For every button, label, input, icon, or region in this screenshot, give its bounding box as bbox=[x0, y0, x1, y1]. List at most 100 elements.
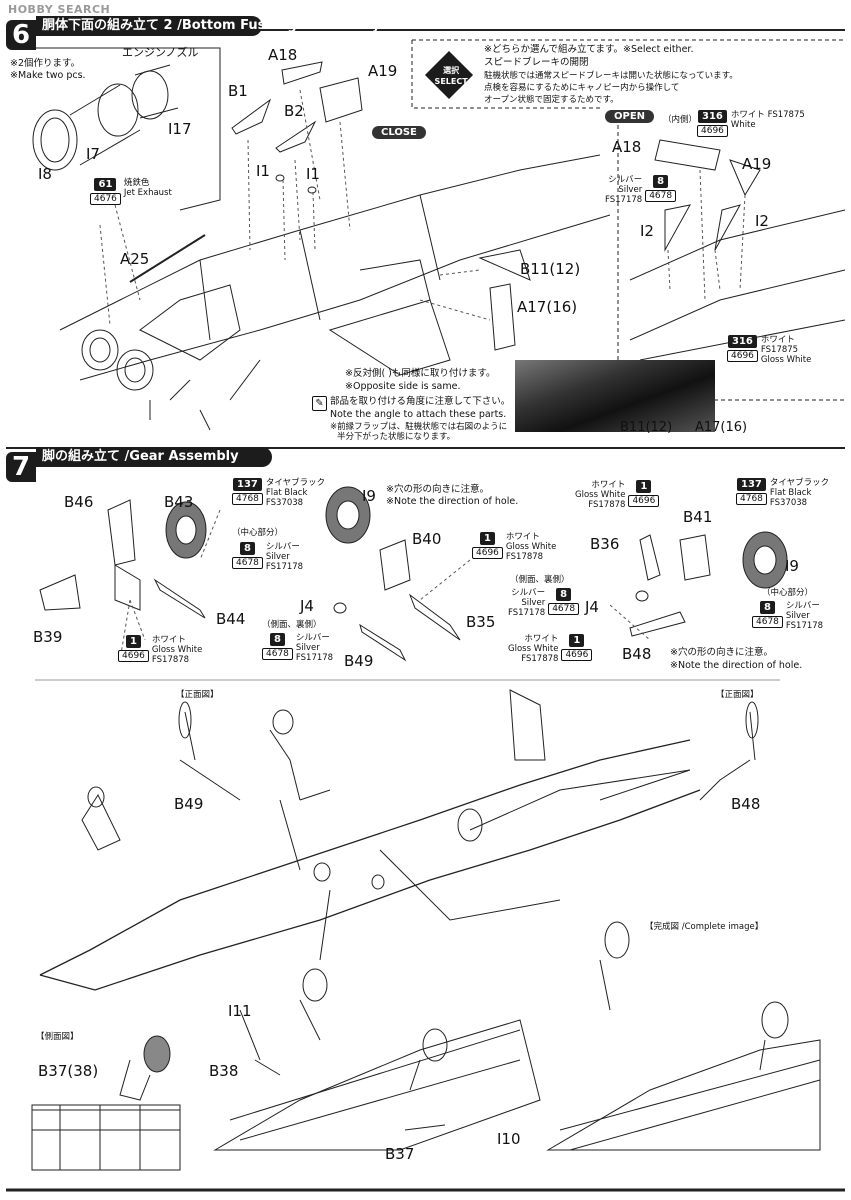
select-note-0: ※どちらか選んで組み立てます。※Select either. bbox=[484, 44, 694, 55]
paint-code: 4768 bbox=[736, 493, 767, 505]
select-note-3: 点検を容易にするためにキャノピー内から操作して bbox=[484, 83, 680, 93]
paint-num: 316 bbox=[698, 110, 727, 123]
part-b48: B48 bbox=[622, 645, 652, 663]
step6-number: 6 bbox=[6, 20, 36, 50]
paint-code: 4678 bbox=[232, 557, 263, 569]
paint-ja: シルバー bbox=[511, 588, 546, 598]
view-b49: B49 bbox=[174, 795, 204, 813]
paint-fs: FS17178 bbox=[785, 621, 824, 631]
part-b36: B36 bbox=[590, 535, 620, 553]
angle-note-ja: 部品を取り付ける角度に注意して下さい。 bbox=[330, 396, 511, 407]
part-b43: B43 bbox=[164, 493, 194, 511]
paint-ja: ホワイト bbox=[524, 634, 559, 644]
watermark: HOBBY SEARCH bbox=[8, 3, 111, 16]
part-b40: B40 bbox=[412, 530, 442, 548]
step6-title: 胴体下面の組み立て 2 /Bottom Fuselage Assembly 2 bbox=[36, 16, 394, 36]
paint-en: Silver bbox=[785, 611, 810, 621]
paint-en: FS17875 bbox=[760, 345, 799, 355]
part-b11: B11(12) bbox=[520, 260, 581, 278]
paint-ja: シルバー bbox=[608, 175, 643, 185]
select-note-1: スピードブレーキの開閉 bbox=[484, 57, 589, 68]
part-b39: B39 bbox=[33, 628, 63, 646]
step7-title: 脚の組み立て /Gear Assembly bbox=[36, 447, 272, 467]
paint-code: 4696 bbox=[697, 125, 728, 137]
paint-ja: シルバー bbox=[785, 601, 820, 611]
hole-note-en-right: ※Note the direction of hole. bbox=[670, 660, 803, 671]
part-b49: B49 bbox=[344, 652, 374, 670]
paint-num: 8 bbox=[759, 601, 775, 614]
paint-code: 4678 bbox=[645, 190, 677, 202]
paint-num: 137 bbox=[233, 478, 262, 491]
front-view-right: 【正面図】 bbox=[716, 690, 759, 700]
paint-fs: FS17178 bbox=[265, 562, 304, 572]
paint-num: 316 bbox=[728, 335, 757, 348]
paint-ja: 焼鉄色 bbox=[123, 178, 150, 188]
hole-note-en: ※Note the direction of hole. bbox=[386, 496, 519, 507]
part-i9: I9 bbox=[362, 487, 376, 505]
paint-code: 4676 bbox=[90, 193, 121, 205]
side-label-right: （側面、裏側） bbox=[510, 575, 570, 585]
paint-fs: FS17178 bbox=[508, 608, 546, 618]
flap-photo bbox=[515, 360, 715, 432]
angle-note-en: Note the angle to attach these parts. bbox=[330, 409, 507, 420]
paint-num: 1 bbox=[569, 634, 585, 647]
part-i2-b: I2 bbox=[755, 212, 769, 230]
hole-note-ja-right: ※穴の形の向きに注意。 bbox=[670, 647, 773, 658]
paint-fs: FS17178 bbox=[295, 653, 334, 663]
detail-i10: I10 bbox=[497, 1130, 521, 1148]
paint-ja: ホワイト bbox=[151, 635, 186, 645]
paint-en: Silver bbox=[618, 185, 643, 195]
detail-b37: B37 bbox=[385, 1145, 415, 1163]
part-i2-a: I2 bbox=[640, 222, 654, 240]
paint-en: Gloss White bbox=[151, 645, 203, 655]
center-label: （中心部分） bbox=[232, 528, 284, 538]
part-b1: B1 bbox=[228, 82, 248, 100]
paint-code: 4678 bbox=[752, 616, 783, 628]
paint-en: Gloss White bbox=[508, 644, 559, 654]
paint-fs: FS17878 bbox=[151, 655, 190, 665]
center-label-right: （中心部分） bbox=[762, 588, 814, 598]
part-i8: I8 bbox=[38, 165, 52, 183]
paint-en: Silver bbox=[265, 552, 290, 562]
paint-fs: FS17878 bbox=[588, 500, 626, 510]
part-a18-open: A18 bbox=[612, 138, 642, 156]
hole-note-ja: ※穴の形の向きに注意。 bbox=[386, 484, 489, 495]
part-a17: A17(16) bbox=[517, 298, 578, 316]
paint-en: White bbox=[730, 120, 756, 130]
paint-code: 4696 bbox=[472, 547, 503, 559]
paint-num: 61 bbox=[94, 178, 117, 191]
part-b41: B41 bbox=[683, 508, 713, 526]
paint-ja: シルバー bbox=[295, 633, 330, 643]
paint-num: 1 bbox=[125, 635, 141, 648]
nozzle-label: エンジンノズル bbox=[122, 46, 199, 59]
make-two-ja: ※2個作ります。 bbox=[10, 58, 81, 69]
flap-note-0: ※前縁フラップは、駐機状態では右図のように bbox=[330, 422, 508, 432]
paint-fs: FS37038 bbox=[769, 498, 808, 508]
paint-en: Silver bbox=[521, 598, 546, 608]
open-label: OPEN bbox=[605, 110, 655, 123]
paint-fs: FS17878 bbox=[505, 552, 544, 562]
detail-i11: I11 bbox=[228, 1002, 252, 1020]
part-b35: B35 bbox=[466, 613, 496, 631]
paint-ja: タイヤブラック bbox=[769, 478, 830, 488]
paint-code: 4768 bbox=[232, 493, 263, 505]
side-label: （側面、裏側） bbox=[262, 620, 322, 630]
paint-en: Silver bbox=[295, 643, 320, 653]
paint-fs: FS17178 bbox=[605, 195, 643, 205]
photo-b11: B11(12) bbox=[620, 420, 673, 435]
part-i7: I7 bbox=[86, 145, 100, 163]
part-b44: B44 bbox=[216, 610, 246, 628]
paint-en: Jet Exhaust bbox=[123, 188, 172, 198]
part-j4-right: J4 bbox=[585, 598, 599, 616]
view-b48: B48 bbox=[731, 795, 761, 813]
wrench-icon: ✎ bbox=[312, 396, 327, 411]
paint-num: 8 bbox=[269, 633, 285, 646]
part-i17: I17 bbox=[168, 120, 192, 138]
